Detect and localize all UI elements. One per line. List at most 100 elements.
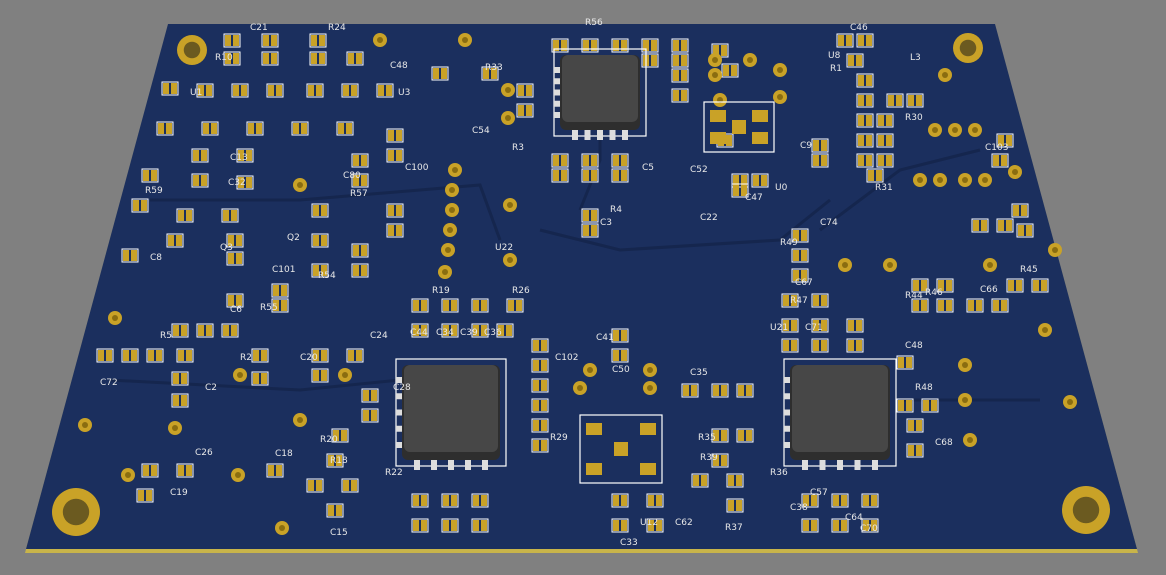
- silkscreen-outline: [736, 383, 754, 398]
- via-hole: [712, 57, 718, 63]
- pad: [726, 135, 732, 146]
- silkscreen-outline: [351, 263, 369, 278]
- pad: [203, 123, 209, 134]
- component-pad-pair: [811, 138, 829, 153]
- silkscreen-label: C46: [850, 23, 868, 33]
- pad: [921, 300, 927, 311]
- silkscreen-outline: [611, 348, 629, 363]
- pad: [211, 123, 217, 134]
- pad: [871, 520, 877, 531]
- component-pad-pair: [326, 453, 344, 468]
- pad: [921, 280, 927, 291]
- rf-module-outline: [579, 414, 663, 484]
- silkscreen-outline: [471, 298, 489, 313]
- pad: [273, 300, 279, 311]
- silkscreen-outline: [341, 478, 359, 493]
- chip-pin: [554, 112, 564, 118]
- pad: [621, 40, 627, 51]
- silkscreen-outline: [346, 51, 364, 66]
- silkscreen-label: L3: [910, 53, 921, 63]
- silkscreen-outline: [236, 175, 254, 190]
- silkscreen-outline: [876, 133, 894, 148]
- pad: [591, 210, 597, 221]
- silkscreen-label: R24: [328, 23, 346, 33]
- via-hole: [962, 177, 968, 183]
- silkscreen-outline: [991, 298, 1009, 313]
- silkscreen-outline: [1006, 278, 1024, 293]
- pad: [621, 520, 627, 531]
- pad: [693, 475, 699, 486]
- component-pad-pair: [306, 83, 324, 98]
- silkscreen-outline: [906, 418, 924, 433]
- component-pad-pair: [341, 83, 359, 98]
- via-hole: [777, 67, 783, 73]
- pad: [968, 300, 974, 311]
- pad: [741, 185, 747, 196]
- pad: [681, 40, 687, 51]
- pad: [481, 520, 487, 531]
- silkscreen-outline: [431, 66, 449, 81]
- pad: [123, 250, 129, 261]
- pad: [1033, 280, 1039, 291]
- component-pad-pair: [906, 443, 924, 458]
- silkscreen-outline: [176, 348, 194, 363]
- pad: [583, 225, 589, 236]
- component-pad-pair: [791, 248, 809, 263]
- pad: [261, 350, 267, 361]
- pad: [378, 85, 384, 96]
- via-hole: [932, 127, 938, 133]
- pad: [343, 85, 349, 96]
- silkscreen-outline: [581, 38, 599, 53]
- silkscreen-label: R49: [780, 238, 798, 248]
- pad: [526, 105, 532, 116]
- silkscreen-outline: [911, 298, 929, 313]
- pad: [231, 210, 237, 221]
- component-pad-pair: [351, 263, 369, 278]
- pad: [236, 253, 242, 264]
- pad: [363, 410, 369, 421]
- pad: [813, 320, 819, 331]
- pad: [923, 400, 929, 411]
- pad: [713, 385, 719, 396]
- pad: [193, 175, 199, 186]
- pad: [506, 325, 512, 336]
- pad: [313, 370, 319, 381]
- silkscreen-outline: [191, 173, 209, 188]
- silkscreen-outline: [141, 168, 159, 183]
- pad: [591, 155, 597, 166]
- chip-pin: [448, 458, 454, 470]
- pad: [276, 85, 282, 96]
- component-pad-pair: [711, 383, 729, 398]
- pad: [878, 135, 884, 146]
- silkscreen-outline: [551, 38, 569, 53]
- silkscreen-outline: [671, 38, 689, 53]
- silkscreen-outline: [223, 33, 241, 48]
- component-pad-pair: [671, 88, 689, 103]
- pad: [1006, 135, 1012, 146]
- silkscreen-outline: [326, 503, 344, 518]
- component-pad-pair: [166, 233, 184, 248]
- pad: [201, 175, 207, 186]
- component-pad-pair: [431, 66, 449, 81]
- pad: [913, 300, 919, 311]
- chip-pin: [554, 100, 564, 107]
- silkscreen-label: C13: [230, 153, 248, 163]
- component-pad-pair: [221, 208, 239, 223]
- silkscreen-outline: [721, 63, 739, 78]
- silkscreen-outline: [551, 153, 569, 168]
- pad: [263, 35, 269, 46]
- pad: [421, 325, 427, 336]
- pad: [533, 440, 539, 451]
- component-pad-pair: [611, 493, 629, 508]
- via-hole: [917, 177, 923, 183]
- pad: [131, 250, 137, 261]
- silkscreen-label: C32: [228, 178, 246, 188]
- component-pad-pair: [309, 51, 327, 66]
- pad: [821, 340, 827, 351]
- qfn-chip-top: [792, 365, 888, 452]
- silkscreen-outline: [581, 153, 599, 168]
- silkscreen-outline: [801, 518, 819, 533]
- pad: [441, 68, 447, 79]
- silkscreen-outline: [691, 473, 709, 488]
